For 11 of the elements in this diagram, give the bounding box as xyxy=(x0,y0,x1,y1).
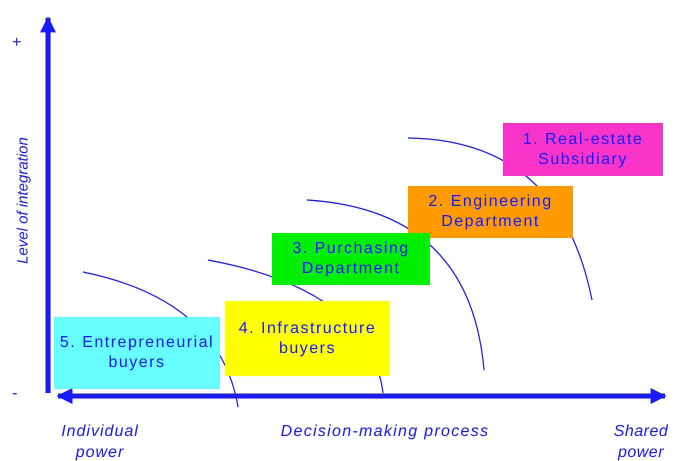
axis-title: Level of integration xyxy=(14,136,32,266)
axis-end-label: Shared power xyxy=(612,422,670,461)
axis-title: Decision-making process xyxy=(280,422,490,442)
category-box: 2. Engineering Department xyxy=(408,186,573,238)
category-box: 5. Entrepreneurial buyers xyxy=(54,317,220,389)
category-box: 4. Infrastructure buyers xyxy=(225,301,390,376)
axis-minus-sign: - xyxy=(12,385,18,403)
category-box: 1. Real-estate Subsidiary xyxy=(503,123,663,176)
axis-end-label: Individual power xyxy=(60,422,140,461)
axis-plus-sign: + xyxy=(12,34,22,52)
category-box: 3. Purchasing Department xyxy=(272,233,430,285)
